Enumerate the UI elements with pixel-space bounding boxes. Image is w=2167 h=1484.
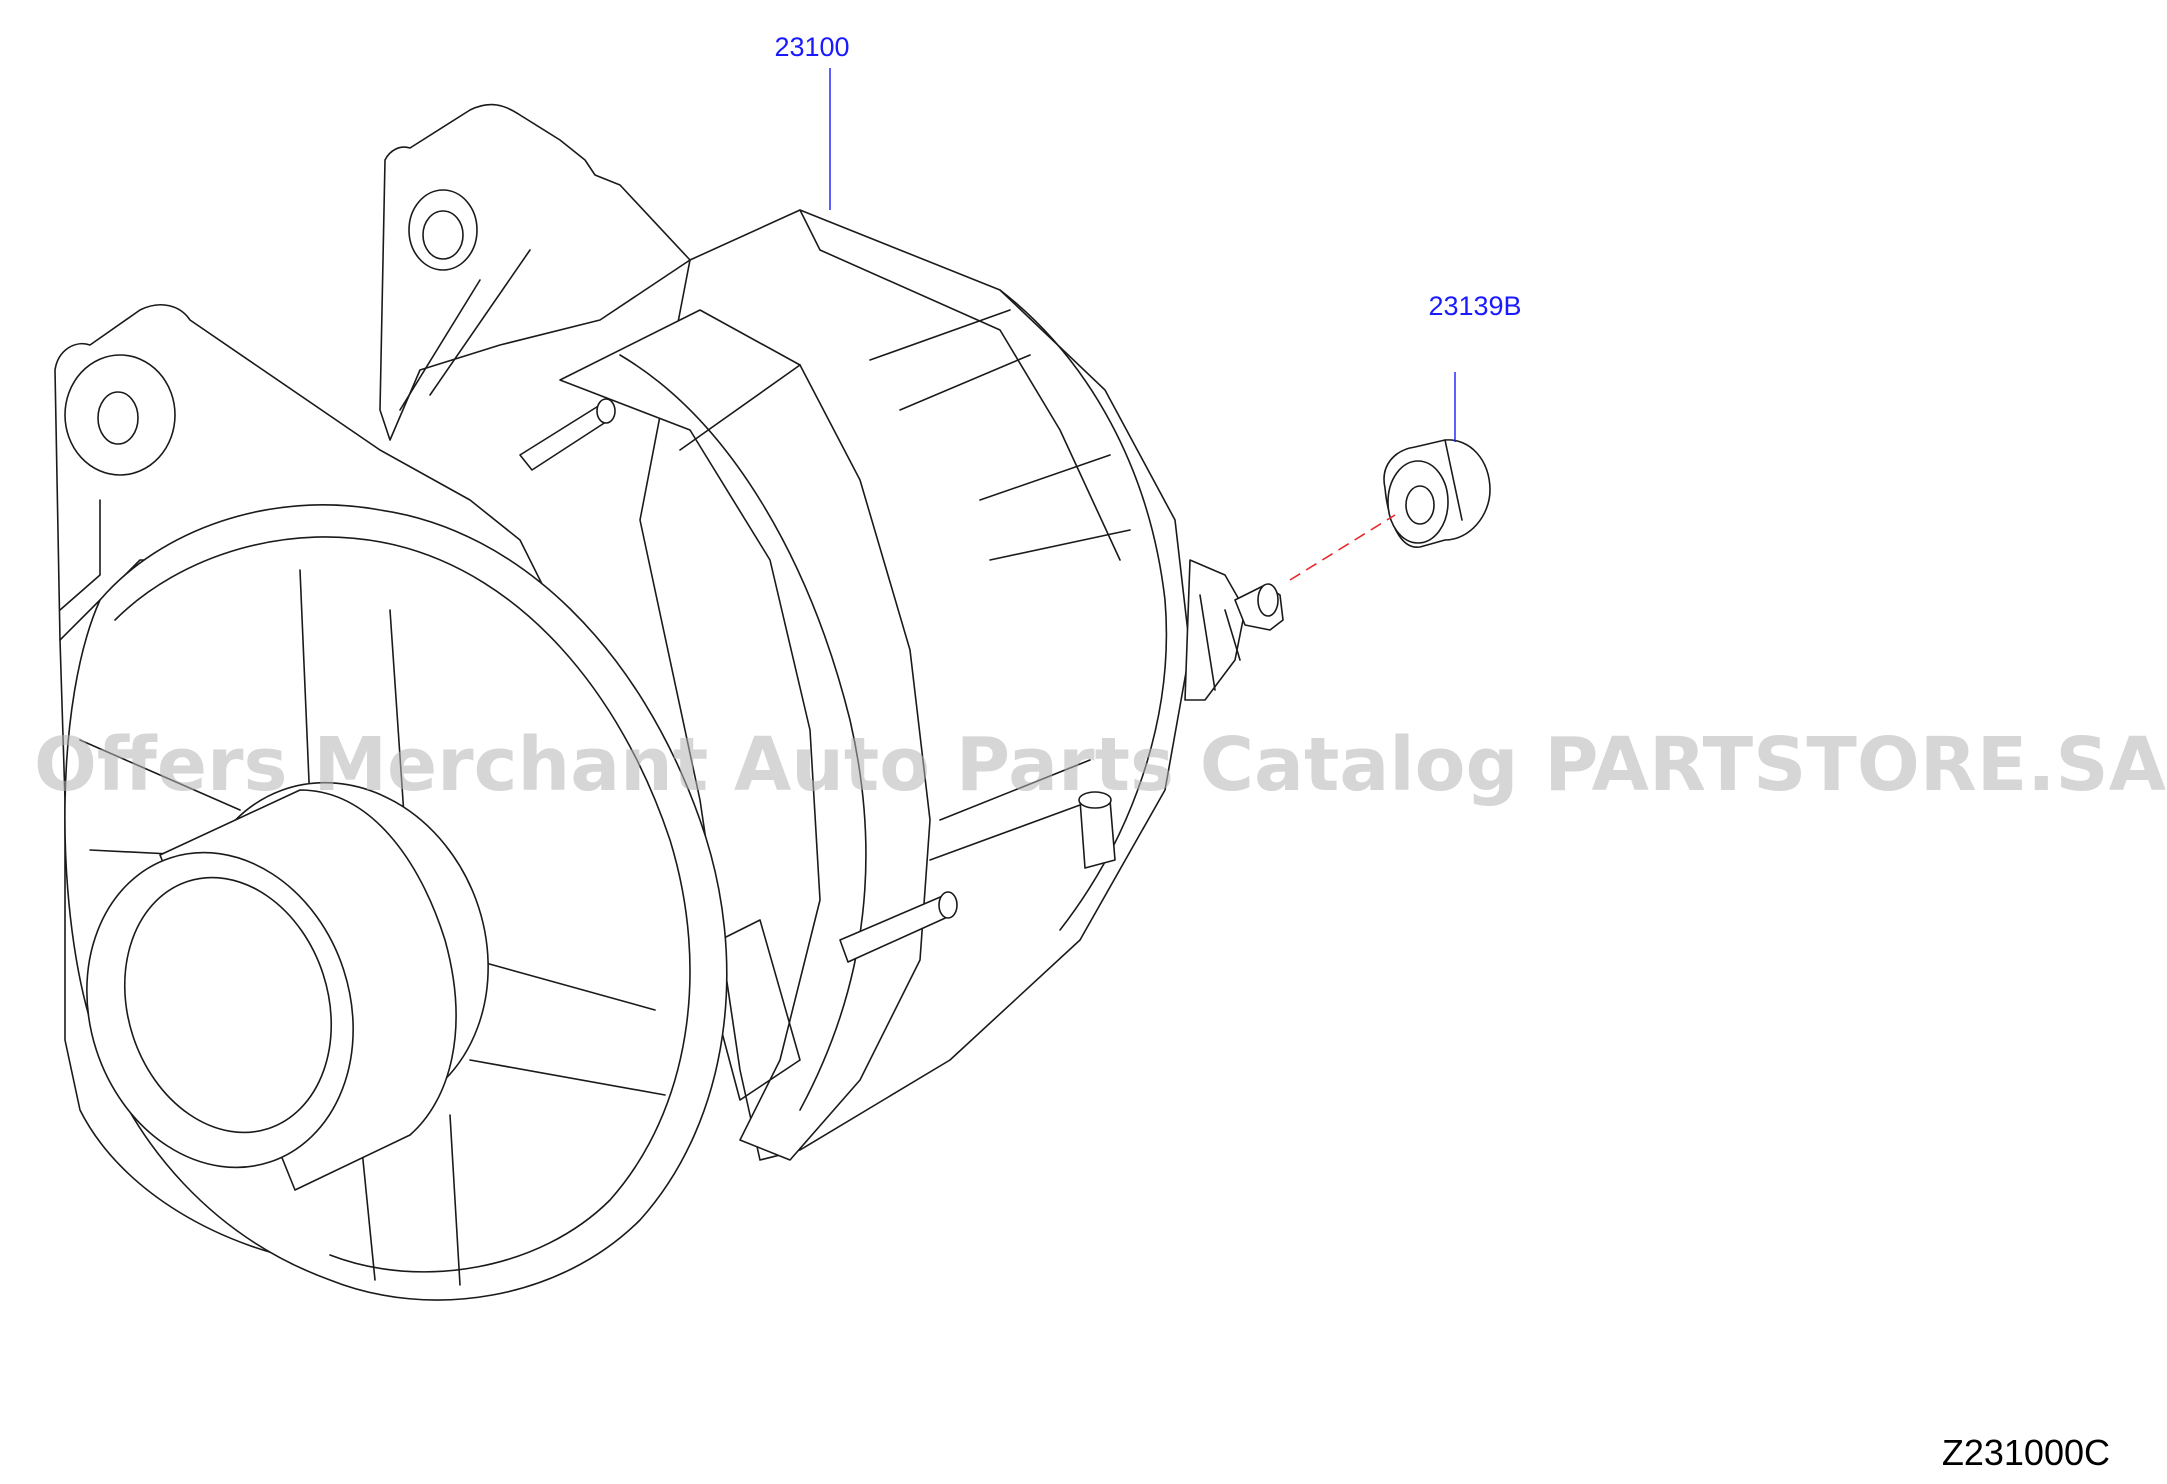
stator-seam	[679, 364, 801, 451]
housing-ridge-5	[939, 759, 1091, 821]
figure-code: Z231000C	[1942, 1432, 2110, 1473]
through-bolt-lower	[839, 891, 958, 963]
rear-bolt-lower	[1078, 791, 1116, 869]
callout-nut[interactable]: 23139B	[1428, 291, 1522, 442]
alternator-drawing[interactable]	[47, 103, 1284, 1301]
housing-ridge-6	[929, 804, 1081, 861]
nut-bore	[1405, 485, 1435, 525]
front-frame-inner	[59, 499, 101, 611]
housing-rear-rim	[999, 289, 1168, 931]
housing-ridge-1	[869, 309, 1011, 361]
housing-ridge-2	[899, 354, 1031, 411]
mounting-ear-front-hole	[97, 391, 139, 445]
stator-band	[559, 309, 931, 1161]
housing-edge-upper	[799, 209, 1121, 561]
stator-clamp	[699, 919, 801, 1101]
callout-label-alternator[interactable]: 23100	[774, 32, 849, 62]
through-bolt-upper	[519, 398, 616, 471]
nut-flat-edge	[1444, 439, 1463, 521]
housing-ridge-3	[979, 454, 1111, 501]
assembly-axis	[1289, 514, 1396, 581]
stator-inner-edge	[619, 354, 867, 1111]
nut-drawing[interactable]	[1383, 439, 1491, 548]
terminal-stud	[1184, 559, 1284, 701]
mounting-ear-rear	[379, 103, 691, 441]
front-cover-rim	[114, 536, 691, 1273]
housing-ridge-4	[989, 529, 1131, 561]
watermark-text: Offers Merchant Auto Parts Catalog PARTS…	[34, 722, 2166, 808]
callout-alternator[interactable]: 23100	[774, 32, 850, 210]
callout-label-nut[interactable]: 23139B	[1428, 291, 1521, 321]
pulley-face-inner	[123, 876, 333, 1134]
